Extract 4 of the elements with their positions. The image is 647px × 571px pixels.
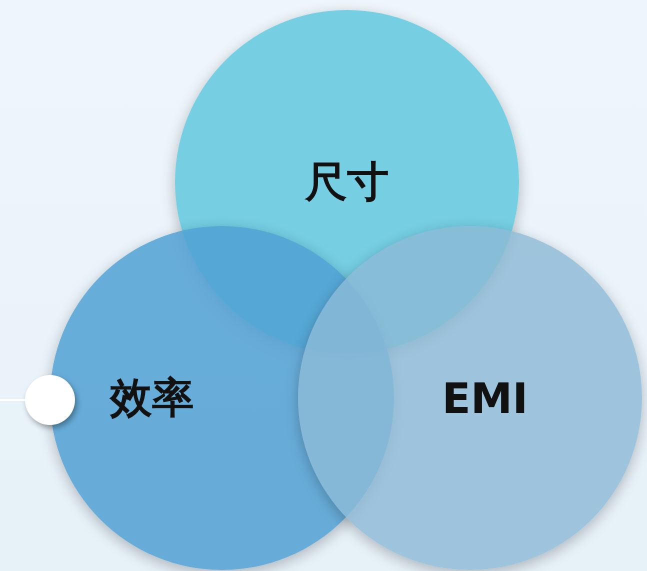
- circle-label: 尺寸: [305, 156, 389, 208]
- dot-marker: [25, 375, 75, 425]
- circle-label: EMI: [442, 374, 528, 422]
- circle-label: 效率: [110, 372, 194, 424]
